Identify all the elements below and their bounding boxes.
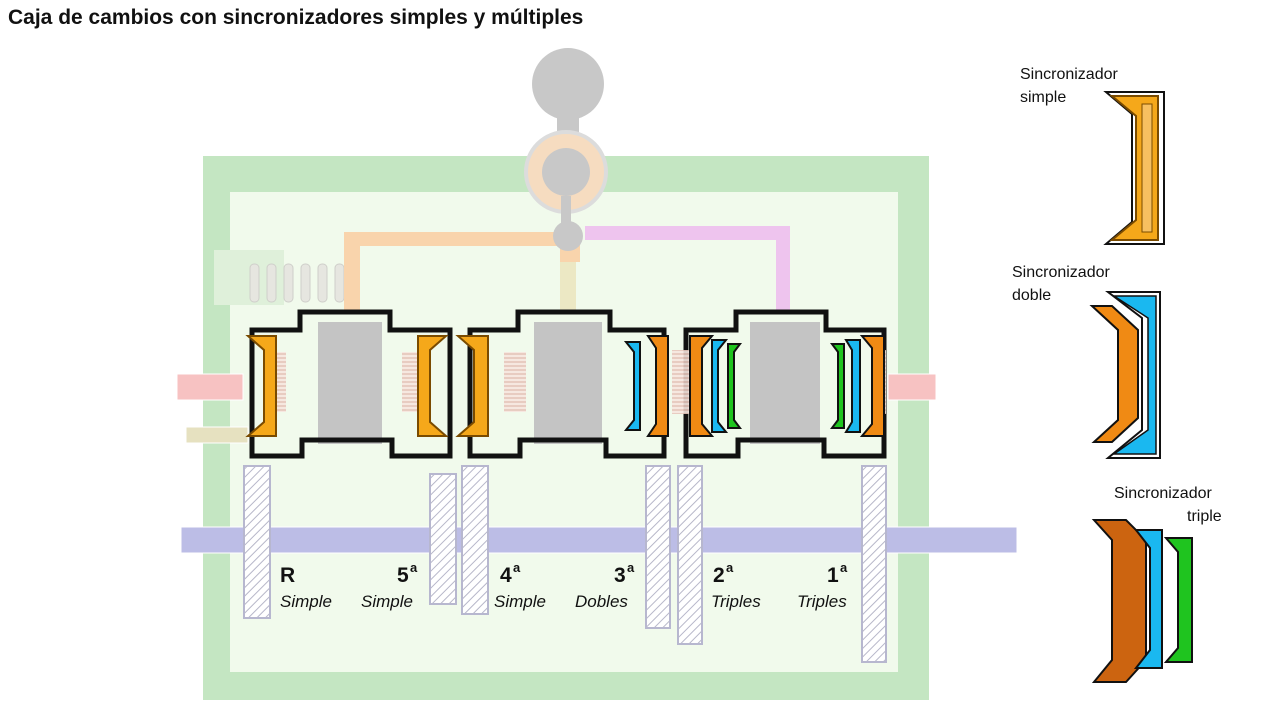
legend-doble-line2: doble [1012,287,1051,304]
legend-simple: Sincronizador simple [1020,66,1165,245]
gear-label-r: R Simple [280,564,332,611]
shift-fork-pink [585,226,790,312]
page-title: Caja de cambios con sincronizadores simp… [8,6,584,29]
selector-rods [249,263,345,303]
sync-sleeves [318,322,820,444]
gear-label-3: 3 a Dobles [575,560,635,611]
synchronizer-1 [830,335,885,437]
gear-ordinal: a [627,560,635,575]
legend-simple-line2: simple [1020,89,1066,106]
sync-type-label: Triples [711,592,761,611]
legend-doble-line1: Sincronizador [1012,264,1111,281]
synchronizer-2 [689,335,742,437]
gear-ordinal: a [726,560,734,575]
synchronizer-4 [455,335,489,437]
gear-number: R [280,564,295,587]
input-shaft-pink [176,373,244,401]
gear-lever-icon [524,48,608,251]
synchronizer-triple-icon [1091,519,1193,683]
synchronizer-3 [623,335,669,437]
gear-ordinal: a [410,560,418,575]
gear-number: 2 [713,564,725,587]
synchronizer-double-icon [1089,291,1161,459]
gear-number: 3 [614,564,626,587]
sync-type-label: Triples [797,592,847,611]
legend-doble: Sincronizador doble [1012,264,1161,459]
gear-label-5: 5 a Simple [361,560,418,611]
sync-hubs [249,309,887,459]
sync-type-label: Simple [280,592,332,611]
gear-number: 4 [500,564,512,587]
gear-ordinal: a [840,560,848,575]
synchronizer-5 [417,335,449,437]
legend-triple-line2: triple [1187,508,1222,525]
gear-number: 1 [827,564,839,587]
input-shaft-pink-right [887,373,937,401]
gear-ordinal: a [513,560,521,575]
synchronizer-r [245,335,277,437]
legend-triple: Sincronizador triple [1091,485,1222,683]
gears [243,465,887,663]
sync-type-label: Simple [494,592,546,611]
gear-label-1: 1 a Triples [797,560,848,611]
input-shaft-yellow [185,426,249,444]
legend-simple-line1: Sincronizador [1020,66,1119,83]
gear-label-4: 4 a Simple [494,560,546,611]
gear-number: 5 [397,564,409,587]
sync-type-label: Simple [361,592,413,611]
legend-triple-line1: Sincronizador [1114,485,1213,502]
gear-label-2: 2 a Triples [711,560,761,611]
sync-type-label: Dobles [575,592,628,611]
synchronizer-simple-icon [1103,91,1165,245]
output-shaft [180,526,1018,554]
